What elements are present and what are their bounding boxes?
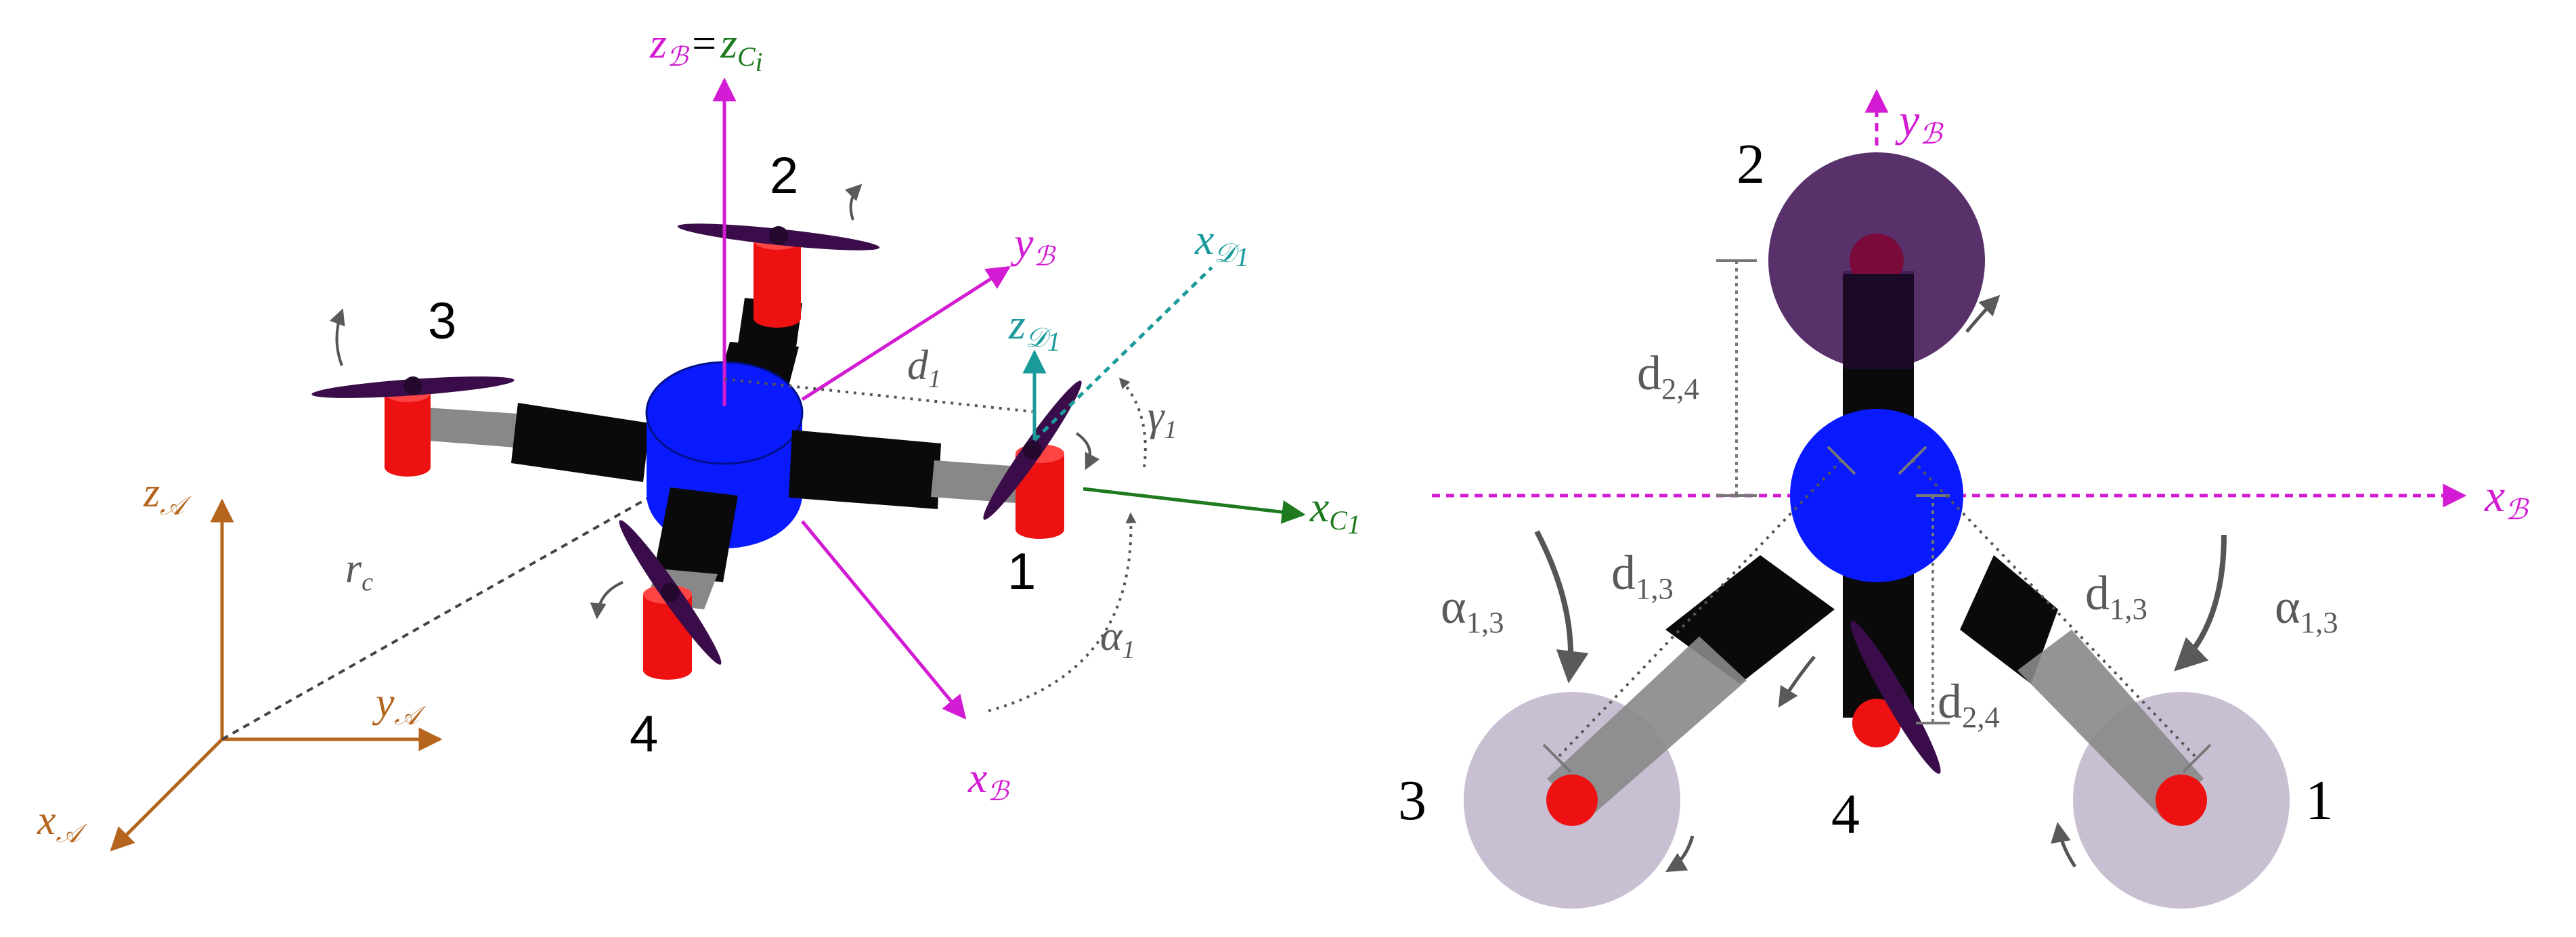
d24-top-label: d2,4 <box>1637 346 1699 406</box>
d13-right-line <box>1911 459 2198 760</box>
right-rotation-arrow-1 <box>2051 822 2077 868</box>
d13-left-line <box>1556 459 1843 760</box>
right-diagram: xℬ yℬ <box>1398 89 2529 909</box>
right-yb-label: yℬ <box>1895 94 1944 150</box>
right-rotor-number-3: 3 <box>1398 769 1426 832</box>
right-rotation-arrow-4 <box>1778 655 1816 708</box>
rotor-hub-3 <box>1546 775 1598 826</box>
x-b-axis <box>801 520 967 720</box>
right-arm-1 <box>1960 555 2204 819</box>
arm-rotor-3 <box>403 403 650 482</box>
x-d1-label: x𝒟1 <box>1194 215 1249 272</box>
rotor-2 <box>677 223 880 328</box>
d1-line <box>724 378 1033 413</box>
d13-left-label: d1,3 <box>1611 546 1674 605</box>
right-rotation-arrow-3 <box>1665 835 1695 873</box>
rotor-4 <box>619 520 722 680</box>
x-c1-axis <box>1083 487 1306 524</box>
right-rotor-number-2: 2 <box>1737 133 1765 196</box>
rotor-number-3: 3 <box>428 292 456 350</box>
rotation-arrow-2 <box>844 183 863 221</box>
alpha1-arc <box>988 512 1137 712</box>
right-rotation-arrow-2 <box>1965 295 2001 333</box>
alpha13-right-arc <box>2174 534 2227 672</box>
rotor-1 <box>983 380 1082 539</box>
gamma1-label: γ1 <box>1148 393 1177 444</box>
xb-label: xℬ <box>967 754 1010 806</box>
z-a-label: z𝒜 <box>143 470 192 521</box>
x-a-label: x𝒜 <box>37 798 88 848</box>
yb-label: yℬ <box>1010 219 1056 271</box>
rotor-number-1: 1 <box>1007 543 1036 601</box>
rotation-arrow-1 <box>1075 432 1100 471</box>
y-a-label: y𝒜 <box>372 680 427 731</box>
rotor-3 <box>311 376 515 477</box>
x-a-axis <box>110 738 223 852</box>
x-d1-axis <box>1033 266 1213 441</box>
rotor-number-2: 2 <box>770 147 798 204</box>
alpha13-left-label: α1,3 <box>1441 580 1504 639</box>
z-d1-label: z𝒟1 <box>1008 300 1060 357</box>
rotor-number-4: 4 <box>630 705 658 763</box>
right-rotor-number-1: 1 <box>2305 769 2334 832</box>
x-c1-label: xC1 <box>1309 483 1361 540</box>
rotation-arrow-3 <box>330 308 345 366</box>
zb-zci-label: zℬ=zCi <box>649 19 763 77</box>
alpha13-right-label: α1,3 <box>2275 580 2338 639</box>
d13-right-label: d1,3 <box>2085 566 2147 626</box>
right-arm-3 <box>1547 555 1835 819</box>
d1-label: d1 <box>907 343 941 393</box>
rc-vector <box>221 485 670 741</box>
rotation-arrow-4 <box>590 581 624 619</box>
rc-label: rc <box>345 546 373 596</box>
alpha13-left-arc <box>1534 530 1589 684</box>
rotor-hub-4 <box>1852 699 1901 747</box>
gamma1-arc <box>1118 377 1147 468</box>
d24-bottom-label: d2,4 <box>1938 674 2000 734</box>
y-b-axis <box>801 265 1011 401</box>
alpha1-label: α1 <box>1100 613 1135 664</box>
right-xb-label: xℬ <box>2484 470 2529 526</box>
left-diagram: z𝒜 y𝒜 x𝒜 rc <box>37 19 1361 852</box>
right-rotor-number-4: 4 <box>1831 783 1860 846</box>
right-propeller-4 <box>1850 621 1941 774</box>
inertial-frame-a <box>110 498 443 852</box>
rotor-hub-1 <box>2156 775 2207 826</box>
